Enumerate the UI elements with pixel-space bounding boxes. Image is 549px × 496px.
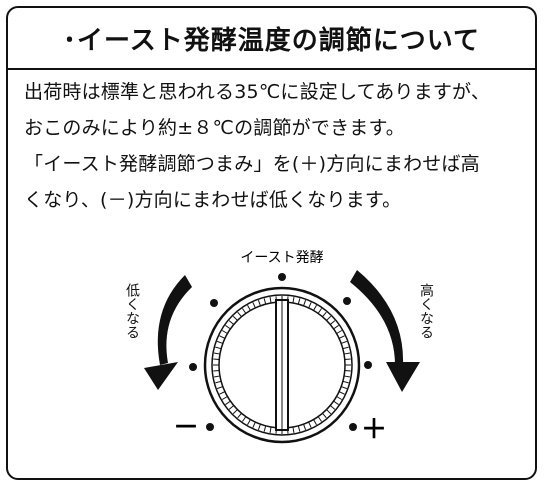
dial-dot xyxy=(278,273,286,281)
dial-dot xyxy=(343,297,351,305)
knob-tick xyxy=(308,421,312,428)
knob-tick xyxy=(342,346,349,350)
knob-tick xyxy=(341,386,348,390)
knob-tick xyxy=(263,425,267,432)
knob-tick xyxy=(215,346,222,350)
knob-tick xyxy=(213,375,221,378)
knob-tick xyxy=(336,330,343,334)
decrease-arrow-icon xyxy=(144,275,192,390)
minus-symbol: － xyxy=(173,413,199,443)
knob-tick xyxy=(237,412,242,419)
knob-tick xyxy=(329,320,336,325)
knob-tick xyxy=(326,409,332,415)
knob-tick xyxy=(344,369,351,372)
dial-dot xyxy=(210,299,218,307)
knob-tick xyxy=(228,405,235,410)
page-title: ･イースト発酵温度の調節について xyxy=(8,8,535,70)
decrease-label: 低くなる xyxy=(124,283,140,339)
knob-tick xyxy=(292,426,295,434)
instruction-line-2: おこのみにより約±８℃の調節ができます。 xyxy=(24,117,405,139)
knob-tick xyxy=(343,375,351,378)
knob-tick xyxy=(297,298,301,305)
knob-tick xyxy=(242,308,247,314)
knob-tick xyxy=(221,330,228,334)
knob-tick xyxy=(333,400,339,405)
knob-tick xyxy=(317,308,322,314)
knob-tick xyxy=(232,315,238,321)
knob-tick xyxy=(303,424,307,431)
knob-tick xyxy=(308,302,312,309)
knob-tick xyxy=(257,424,261,431)
knob-tick xyxy=(216,386,223,390)
knob-tick xyxy=(219,335,226,339)
knob-tick xyxy=(213,369,220,372)
instructions-paragraph: 出荷時は標準と思われる35℃に設定してありますが、 おこのみにより約±８℃の調節… xyxy=(24,74,524,218)
instruction-line-4: くなり、(－)方向にまわせば低くなります。 xyxy=(24,189,402,211)
knob-tick xyxy=(215,380,222,384)
increase-label: 高くなる xyxy=(418,283,434,339)
knob-tick xyxy=(338,335,345,339)
knob-tick xyxy=(338,391,345,395)
knob-tick xyxy=(313,419,317,426)
knob-tick xyxy=(343,352,351,355)
knob-tick xyxy=(263,298,267,305)
instruction-line-3: 「イースト発酵調節つまみ」を(＋)方向にまわせば高 xyxy=(24,153,480,175)
fermentation-knob[interactable] xyxy=(203,286,361,444)
knob-tick xyxy=(252,302,256,309)
knob-tick xyxy=(237,311,242,318)
knob-tick xyxy=(317,416,322,422)
dial-dot xyxy=(206,423,214,431)
knob-tick xyxy=(213,358,220,361)
dial-dot xyxy=(364,361,372,369)
knob-tick xyxy=(313,304,317,311)
knob-tick xyxy=(225,400,231,405)
knob-tick xyxy=(344,358,351,361)
knob-tick xyxy=(247,419,251,426)
knob-tick xyxy=(232,409,238,415)
dial-position-dots xyxy=(189,273,372,431)
knob-tick xyxy=(326,315,332,321)
info-box: ･イースト発酵温度の調節について xyxy=(6,6,537,480)
knob-tick xyxy=(322,412,327,419)
knob-tick xyxy=(341,340,348,344)
knob-tick xyxy=(221,396,228,400)
knob-tick xyxy=(297,425,301,432)
knob-tick xyxy=(342,380,349,384)
knob-tick xyxy=(292,296,295,304)
knob-tick xyxy=(219,391,226,395)
knob-tick xyxy=(257,299,261,306)
knob-tick xyxy=(225,325,231,330)
dial-dot xyxy=(349,423,357,431)
knob-tick xyxy=(269,426,272,434)
instruction-line-1: 出荷時は標準と思われる35℃に設定してありますが、 xyxy=(24,81,491,103)
knob-tick xyxy=(329,405,336,410)
knob-tick xyxy=(242,416,247,422)
knob-tick xyxy=(333,325,339,330)
knob-tick xyxy=(213,352,221,355)
increase-arrow-icon xyxy=(350,270,420,392)
knob-tick xyxy=(252,421,256,428)
knob-tick xyxy=(247,304,251,311)
knob-tick xyxy=(336,396,343,400)
knob-tick xyxy=(216,340,223,344)
knob-tick xyxy=(322,311,327,318)
plus-symbol: ＋ xyxy=(361,415,387,445)
dial-top-label: イースト発酵 xyxy=(240,250,323,266)
knob-tick xyxy=(228,320,235,325)
dial-dot xyxy=(189,363,197,371)
knob-tick xyxy=(269,296,272,304)
knob-tick xyxy=(303,299,307,306)
